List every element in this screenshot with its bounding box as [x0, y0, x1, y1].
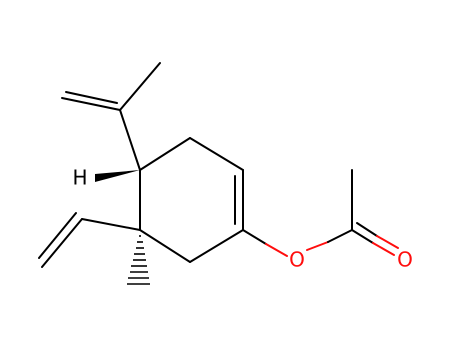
ether-oxygen-label: O — [289, 248, 305, 272]
stereo-hash-methyl — [127, 235, 150, 285]
bond-ring-to-oxygen-red — [265, 243, 288, 257]
acetate-group: O O — [242, 169, 413, 272]
carbonyl-oxygen-label: O — [397, 248, 413, 272]
vinyl-group — [38, 212, 141, 268]
bond-isopropenyl-double-a — [61, 97, 121, 111]
bond-ring-to-oxygen-black — [242, 229, 267, 245]
bond-vinyl-double-b — [38, 212, 77, 259]
bond-carbonyl-double-a-red — [372, 242, 395, 256]
bond-isopropenyl-double-b — [65, 91, 118, 104]
bond-oxygen-to-carbonyl-black — [327, 229, 353, 243]
bond-ring-c1-c6 — [189, 229, 244, 263]
bond-vinyl-to-ring — [81, 218, 141, 231]
bond-carbonyl-double-a-black — [351, 229, 374, 244]
bond-carbonyl-double-b-black — [356, 222, 378, 237]
bond-isopropenyl-methyl — [119, 62, 161, 111]
hydrogen-label: H — [72, 166, 87, 190]
bond-ring-c4-c3 — [139, 137, 191, 171]
bold-wedge-bond — [95, 170, 140, 182]
bond-oxygen-to-carbonyl-red — [306, 241, 329, 251]
isopropenyl-group — [61, 62, 161, 171]
bond-isopropenyl-to-ring — [119, 109, 141, 171]
bond-carbonyl-double-b-red — [376, 235, 399, 249]
bond-ring-c6-c5 — [139, 229, 191, 263]
stereo-wedge-hydrogen: H — [72, 166, 140, 190]
bond-vinyl-double-a — [41, 218, 83, 268]
bond-ring-c3-c2 — [189, 137, 244, 171]
cyclohexene-ring — [139, 137, 244, 263]
